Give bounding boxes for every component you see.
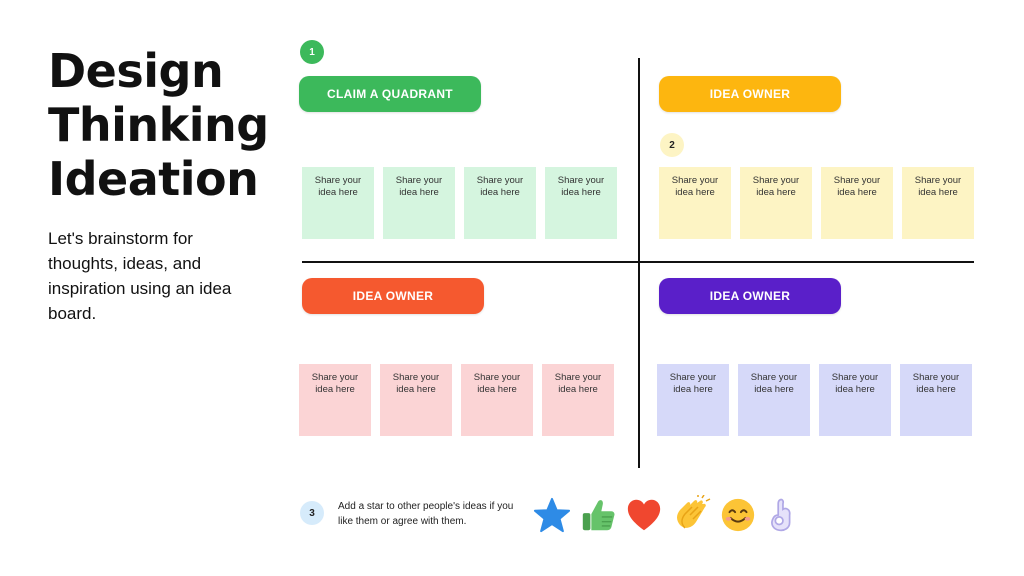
note-text-line1: Share your (752, 175, 800, 186)
note-text-line1: Share your (314, 175, 362, 186)
note-text-line1: Share your (395, 175, 443, 186)
title-line-1: Design (48, 44, 224, 98)
note-text-line1: Share your (833, 175, 881, 186)
note-text-line2: idea here (315, 384, 355, 395)
star-icon-svg (533, 497, 571, 533)
note-text-line2: idea here (916, 384, 956, 395)
note-text-line2: idea here (396, 384, 436, 395)
smiling-face-icon-svg (721, 498, 755, 532)
note-text-line1: Share your (476, 175, 524, 186)
thumbs-up-icon-svg (582, 500, 615, 531)
title-line-3: Ideation (48, 152, 259, 206)
note-text-line2: idea here (673, 384, 713, 395)
note-text-line2: idea here (754, 384, 794, 395)
page-subtitle: Let's brainstorm for thoughts, ideas, an… (48, 229, 232, 323)
note-text-line2: idea here (318, 187, 358, 198)
claim-quadrant-button[interactable]: CLAIM A QUADRANT (299, 76, 481, 112)
note-text-line2: idea here (756, 187, 796, 198)
note-text-line1: Share your (311, 372, 359, 383)
ok-hand-icon[interactable] (762, 495, 802, 535)
note-text-line2: idea here (558, 384, 598, 395)
clapping-hands-icon-svg (677, 495, 711, 529)
horizontal-divider (302, 261, 974, 263)
note-text-line1: Share your (912, 372, 960, 383)
thumbs-up-icon[interactable] (578, 495, 618, 535)
note-text-line1: Share your (554, 372, 602, 383)
heart-icon-svg (627, 499, 661, 531)
smiling-face-icon[interactable] (718, 495, 758, 535)
step-1-badge: 1 (300, 40, 324, 64)
note-text-line1: Share your (750, 372, 798, 383)
idea-owner-button-top-right[interactable]: IDEA OWNER (659, 76, 841, 112)
step-2-badge: 2 (660, 133, 684, 157)
star-icon[interactable] (532, 495, 572, 535)
reaction-instruction: Add a star to other people's ideas if yo… (338, 501, 514, 527)
note-text-line1: Share your (671, 175, 719, 186)
note-text-line2: idea here (477, 384, 517, 395)
note-text-line2: idea here (835, 384, 875, 395)
note-text-line1: Share your (669, 372, 717, 383)
note-text-line2: idea here (399, 187, 439, 198)
note-text-line2: idea here (918, 187, 958, 198)
note-text-line1: Share your (473, 372, 521, 383)
note-text-line2: idea here (561, 187, 601, 198)
note-text-line2: idea here (837, 187, 877, 198)
note-text-line1: Share your (557, 175, 605, 186)
step-3-badge: 3 (300, 501, 324, 525)
note-text-line1: Share your (392, 372, 440, 383)
idea-owner-button-bottom-right[interactable]: IDEA OWNER (659, 278, 841, 314)
clapping-hands-icon[interactable] (672, 495, 712, 535)
ok-hand-icon-svg (771, 498, 791, 532)
note-text-line2: idea here (480, 187, 520, 198)
idea-owner-button-bottom-left[interactable]: IDEA OWNER (302, 278, 484, 314)
page-title: Design Thinking Ideation (48, 44, 269, 206)
note-text-line1: Share your (914, 175, 962, 186)
note-text-line1: Share your (831, 372, 879, 383)
heart-icon[interactable] (624, 495, 664, 535)
note-text-line2: idea here (675, 187, 715, 198)
title-line-2: Thinking (48, 98, 269, 152)
vertical-divider (638, 58, 640, 468)
